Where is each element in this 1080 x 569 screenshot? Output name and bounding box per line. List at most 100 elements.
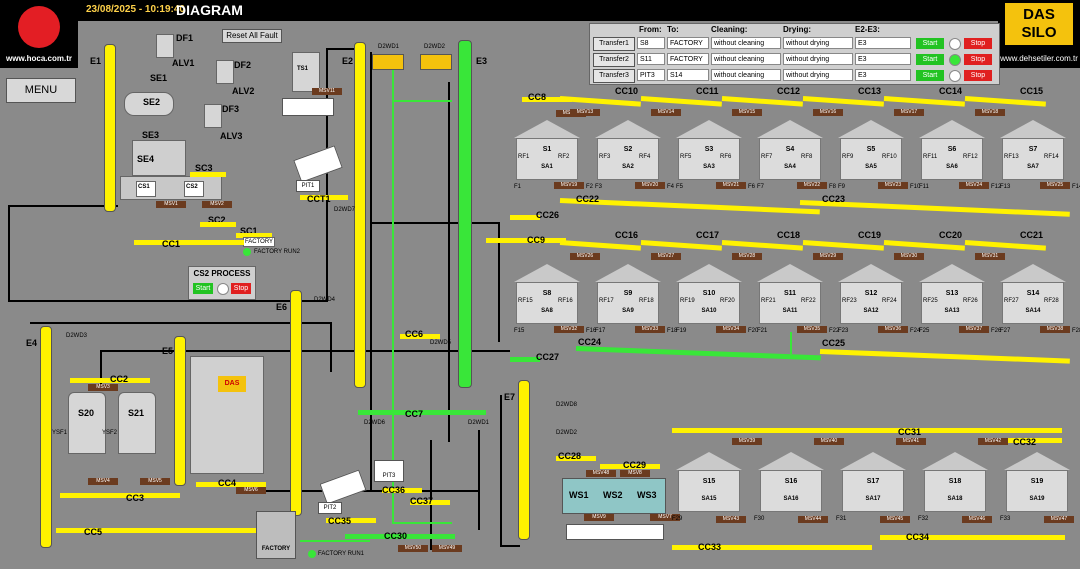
reset-all-fault-button[interactable]: Reset All Fault bbox=[222, 29, 282, 43]
silo-outlet-valve[interactable]: MSV46 bbox=[962, 516, 992, 523]
silo-s21[interactable] bbox=[118, 392, 156, 454]
transfer-start-button[interactable]: Start bbox=[916, 70, 944, 81]
conveyor-cc2[interactable] bbox=[70, 378, 150, 383]
transfer-from-field[interactable]: S8 bbox=[637, 37, 665, 49]
msv1[interactable]: MSV1 bbox=[156, 201, 186, 208]
conveyor-cc9[interactable] bbox=[486, 238, 566, 243]
silo-outlet-valve[interactable]: MSV32 bbox=[554, 326, 584, 333]
elevator-e6[interactable] bbox=[290, 290, 302, 516]
dryer-tower[interactable] bbox=[190, 356, 264, 474]
msv6[interactable]: MSV6 bbox=[236, 487, 266, 494]
elevator-e4[interactable] bbox=[40, 326, 52, 548]
separator-se2[interactable] bbox=[124, 92, 174, 116]
pit2[interactable]: PIT2 bbox=[318, 502, 342, 514]
conveyor-cc24[interactable] bbox=[575, 346, 821, 361]
conveyor-cc30[interactable] bbox=[345, 534, 455, 539]
silo-inlet-valve[interactable]: MSV41 bbox=[896, 438, 926, 445]
conveyor-cc37[interactable] bbox=[410, 500, 450, 505]
distributor-d2wd1[interactable] bbox=[372, 54, 404, 70]
conveyor-cc4[interactable] bbox=[196, 482, 266, 487]
silo-outlet-valve[interactable]: MSV38 bbox=[1040, 326, 1070, 333]
silo-inlet-valve[interactable]: MSV29 bbox=[813, 253, 843, 260]
silo-outlet-valve[interactable]: MSV43 bbox=[716, 516, 746, 523]
silo-s20[interactable] bbox=[68, 392, 106, 454]
conveyor-cc7[interactable] bbox=[358, 410, 486, 415]
silo-outlet-valve[interactable]: MSV20 bbox=[635, 182, 665, 189]
conveyor-cc1[interactable] bbox=[134, 240, 244, 245]
conveyor-cct1[interactable] bbox=[300, 195, 348, 200]
silo-inlet-valve[interactable]: MSV28 bbox=[732, 253, 762, 260]
conveyor-cc35[interactable] bbox=[326, 518, 376, 523]
conveyor-cc15[interactable] bbox=[964, 96, 1046, 107]
transfer-stop-button[interactable]: Stop bbox=[964, 70, 992, 81]
transfer-cleaning-field[interactable]: without cleaning bbox=[711, 69, 781, 81]
elevator-e2[interactable] bbox=[354, 42, 366, 388]
msv50[interactable]: MSV50 bbox=[398, 545, 428, 552]
transfer-drying-field[interactable]: without drying bbox=[783, 53, 853, 65]
conveyor-sc2[interactable] bbox=[200, 222, 236, 227]
silo-outlet-valve[interactable]: MSV21 bbox=[716, 182, 746, 189]
msv3[interactable]: MSV3 bbox=[88, 384, 118, 391]
conveyor-cc11[interactable] bbox=[640, 96, 722, 107]
menu-button[interactable]: MENU bbox=[6, 78, 76, 103]
pit3[interactable]: PIT3 bbox=[374, 460, 404, 482]
conveyor-cc33[interactable] bbox=[672, 545, 872, 550]
transfer-from-field[interactable]: PIT3 bbox=[637, 69, 665, 81]
silo-inlet-valve[interactable]: MSV14 bbox=[651, 109, 681, 116]
transfer-start-button[interactable]: Start bbox=[916, 38, 944, 49]
conveyor-cc27[interactable] bbox=[510, 357, 540, 362]
msv8[interactable]: MSV8 bbox=[620, 470, 650, 477]
pit1[interactable]: PIT1 bbox=[296, 180, 320, 192]
msv48[interactable]: MSV48 bbox=[586, 470, 616, 477]
elevator-e5[interactable] bbox=[174, 336, 186, 486]
conveyor-cc26[interactable] bbox=[510, 215, 540, 220]
silo-outlet-valve[interactable]: MSV23 bbox=[878, 182, 908, 189]
conveyor-cc3[interactable] bbox=[60, 493, 180, 498]
conveyor-sc3[interactable] bbox=[190, 172, 226, 177]
conveyor-cc18[interactable] bbox=[721, 240, 803, 251]
cs2-stop-button[interactable]: Stop bbox=[231, 283, 251, 294]
msv4[interactable]: MSV4 bbox=[88, 478, 118, 485]
cs2-start-button[interactable]: Start bbox=[193, 283, 213, 294]
dust-filter-df1[interactable] bbox=[156, 34, 174, 58]
conveyor-cc34[interactable] bbox=[880, 535, 1065, 540]
transfer-drying-field[interactable]: without drying bbox=[783, 37, 853, 49]
conveyor-sc1[interactable] bbox=[236, 233, 272, 238]
conveyor-cc12[interactable] bbox=[721, 96, 803, 107]
factory-building[interactable]: FACTORY bbox=[256, 511, 296, 559]
elevator-e7[interactable] bbox=[518, 380, 530, 540]
silo-outlet-valve[interactable]: MSV24 bbox=[959, 182, 989, 189]
silo-inlet-valve[interactable]: MSV17 bbox=[894, 109, 924, 116]
msv5[interactable]: MSV5 bbox=[140, 478, 170, 485]
conveyor-cc19[interactable] bbox=[802, 240, 884, 251]
silo-inlet-valve[interactable]: MSV18 bbox=[975, 109, 1005, 116]
transfer-e2e3-field[interactable]: E3 bbox=[855, 53, 911, 65]
silo-outlet-valve[interactable]: MSV47 bbox=[1044, 516, 1074, 523]
silo-inlet-valve[interactable]: MSV15 bbox=[732, 109, 762, 116]
silo-outlet-valve[interactable]: MSV25 bbox=[1040, 182, 1070, 189]
conveyor-cc5[interactable] bbox=[56, 528, 256, 533]
msv49[interactable]: MSV49 bbox=[432, 545, 462, 552]
conveyor-cc25[interactable] bbox=[819, 349, 1070, 364]
cleaner-cs2[interactable] bbox=[184, 181, 204, 197]
silo-inlet-valve[interactable]: MSV42 bbox=[978, 438, 1008, 445]
dust-filter-df3[interactable] bbox=[204, 104, 222, 128]
silo-inlet-valve[interactable]: MSV27 bbox=[651, 253, 681, 260]
transfer-cleaning-field[interactable]: without cleaning bbox=[711, 37, 781, 49]
transfer-stop-button[interactable]: Stop bbox=[964, 54, 992, 65]
transfer-drying-field[interactable]: without drying bbox=[783, 69, 853, 81]
conveyor-cc16[interactable] bbox=[559, 240, 641, 251]
silo-outlet-valve[interactable]: MSV34 bbox=[716, 326, 746, 333]
silo-outlet-valve[interactable]: MSV36 bbox=[878, 326, 908, 333]
transfer-button[interactable]: Transfer3 bbox=[593, 69, 635, 83]
